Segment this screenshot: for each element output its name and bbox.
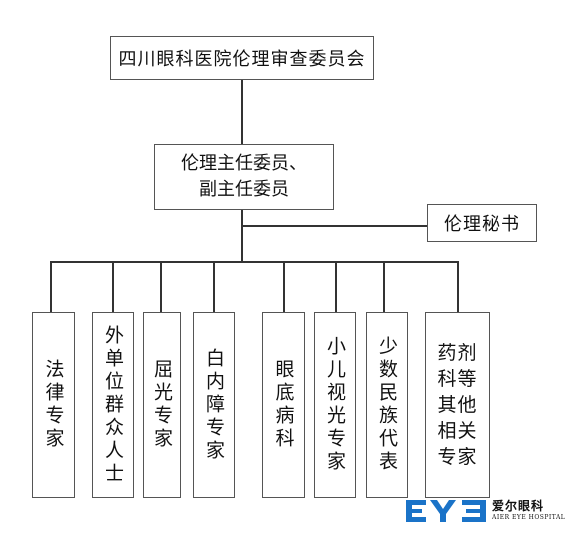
committee-box: 四川眼科医院伦理审查委员会 [110, 36, 374, 80]
expert-box-minority: 少数民族代表 [366, 312, 408, 498]
expert-box-fundus: 眼底病科 [262, 312, 305, 498]
drop-2 [112, 261, 114, 312]
expert-label-pharmacy-3: 其他 [437, 394, 478, 416]
drop-7 [383, 261, 385, 312]
chair-box: 伦理主任委员、 副主任委员 [154, 144, 334, 210]
expert-box-cataract: 白内障专家 [193, 312, 235, 498]
expert-box-pharmacy: 药剂 科等 其他 相关 专家 [425, 312, 490, 498]
chair-line2: 副主任委员 [199, 179, 289, 200]
connector-secretary [241, 225, 427, 227]
expert-label-pharmacy-2: 科等 [437, 368, 478, 390]
expert-label-pediatric: 小儿视光专家 [324, 336, 346, 474]
expert-label-public: 外单位群众人士 [102, 324, 124, 486]
connector-top-middle [241, 80, 243, 144]
expert-box-law: 法律专家 [32, 312, 75, 498]
expert-box-refractive: 屈光专家 [143, 312, 181, 498]
expert-label-pharmacy-5: 专家 [437, 446, 478, 468]
logo-cn-text: 爱尔眼科 [492, 499, 545, 513]
expert-label-refractive: 屈光专家 [151, 359, 173, 451]
expert-label-law: 法律专家 [42, 359, 65, 451]
drop-3 [160, 261, 162, 312]
expert-box-public: 外单位群众人士 [92, 312, 134, 498]
expert-label-minority: 少数民族代表 [376, 336, 398, 474]
expert-label-pharmacy-4: 相关 [437, 420, 478, 442]
expert-label-fundus: 眼底病科 [272, 359, 295, 451]
expert-label-cataract: 白内障专家 [203, 347, 225, 463]
drop-4 [213, 261, 215, 312]
logo-en-text: AIER EYE HOSPITAL [492, 514, 566, 521]
drop-1 [50, 261, 52, 312]
committee-label: 四川眼科医院伦理审查委员会 [118, 49, 366, 70]
drop-6 [335, 261, 337, 312]
aier-logo: 爱尔眼科 AIER EYE HOSPITAL [404, 497, 565, 527]
chair-line1: 伦理主任委员、 [181, 153, 307, 174]
expert-box-pediatric: 小儿视光专家 [314, 312, 356, 498]
secretary-box: 伦理秘书 [427, 204, 537, 242]
expert-label-pharmacy-1: 药剂 [437, 342, 478, 364]
eye-logo-icon [406, 500, 486, 522]
drop-8 [457, 261, 459, 312]
secretary-label: 伦理秘书 [444, 214, 520, 235]
connector-middle-bus [241, 210, 243, 262]
drop-5 [283, 261, 285, 312]
connector-bus [50, 261, 458, 263]
